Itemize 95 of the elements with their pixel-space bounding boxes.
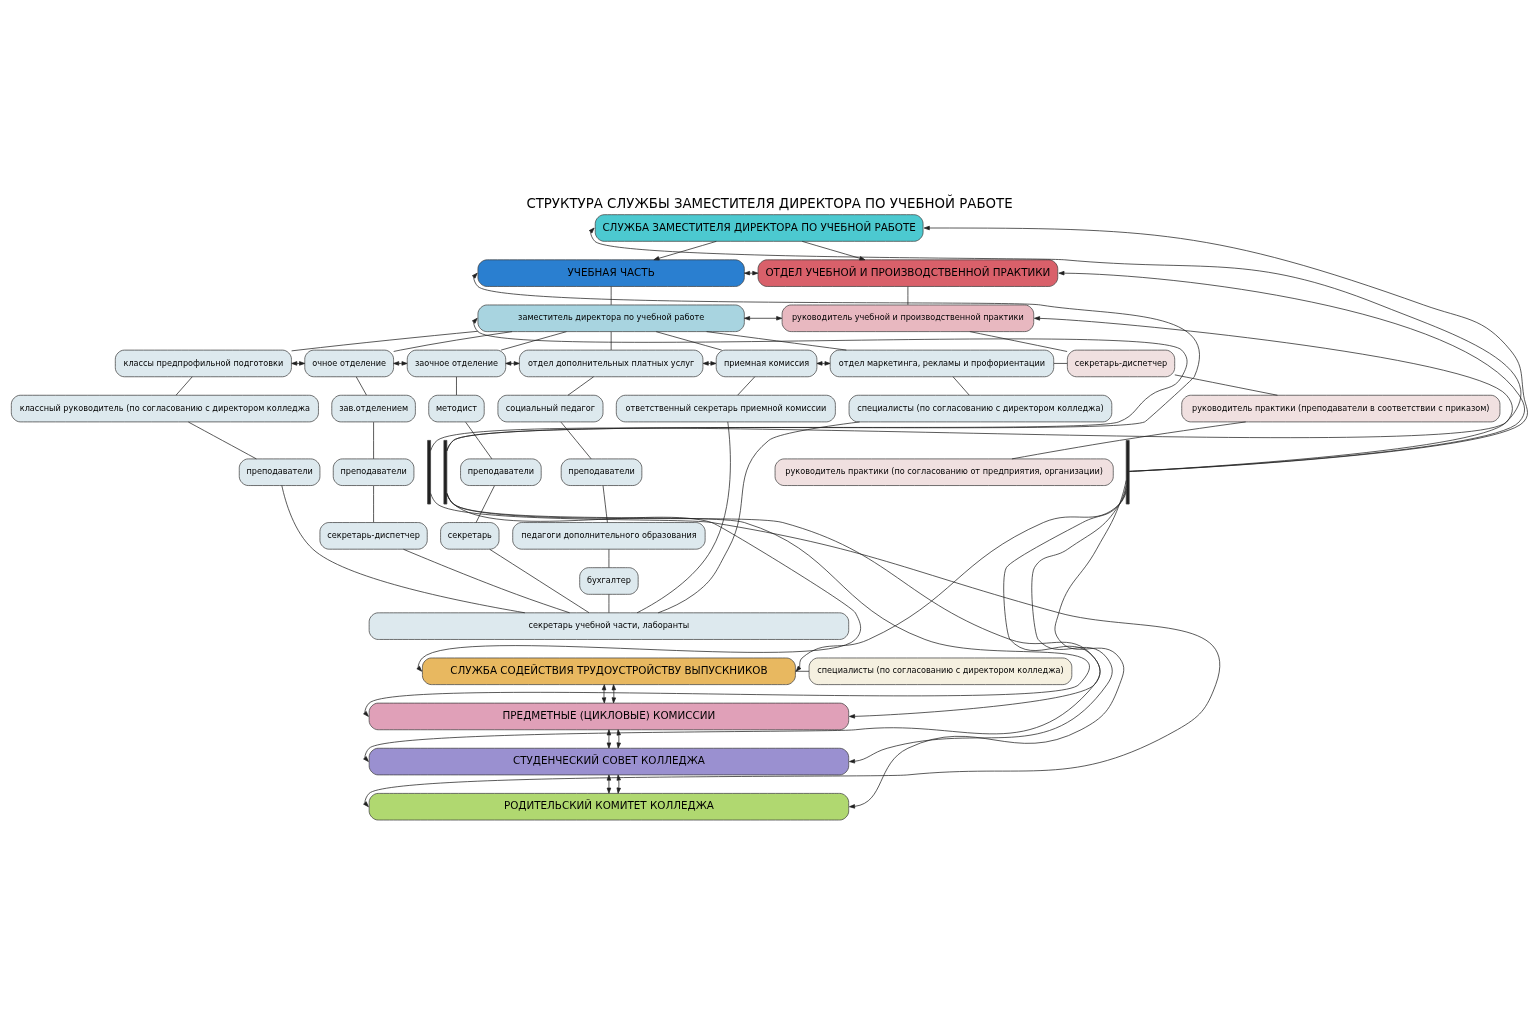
arrow bbox=[393, 361, 408, 366]
node-bar bbox=[1125, 440, 1130, 505]
connector bbox=[952, 376, 970, 396]
node-box: ПРЕДМЕТНЫЕ (ЦИКЛОВЫЕ) КОМИССИИ bbox=[368, 702, 850, 731]
node-box: УЧЕБНАЯ ЧАСТЬ bbox=[477, 259, 745, 287]
arrow bbox=[291, 361, 306, 366]
arrow bbox=[849, 480, 1127, 809]
node-box: заочное отделение bbox=[406, 349, 507, 378]
connector bbox=[175, 376, 193, 396]
connector bbox=[1011, 421, 1247, 460]
node-box: преподаватели bbox=[560, 458, 643, 486]
node-box: зав.отделением bbox=[331, 394, 416, 423]
node-box: очное отделение bbox=[304, 349, 394, 378]
node-box: преподаватели bbox=[238, 458, 321, 486]
connector bbox=[610, 331, 612, 351]
arrow bbox=[363, 493, 1101, 762]
connector bbox=[636, 421, 731, 614]
node-box: бухгалтер bbox=[579, 567, 639, 595]
arrow bbox=[923, 225, 1528, 472]
node-box: социальный педагог bbox=[497, 394, 604, 423]
node-box: отдел маркетинга, рекламы и профориентации bbox=[829, 349, 1055, 378]
node-box: руководитель практики (преподаватели в соответствии с приказом) bbox=[1181, 394, 1501, 423]
connector bbox=[560, 421, 592, 460]
arrow bbox=[849, 488, 1127, 719]
arrow bbox=[616, 729, 621, 749]
arrow bbox=[601, 684, 607, 704]
connector bbox=[795, 670, 810, 672]
connector bbox=[456, 376, 457, 396]
connector bbox=[737, 376, 756, 396]
connector bbox=[1053, 363, 1068, 364]
arrow bbox=[744, 316, 783, 321]
node-box: классы предпрофильной подготовки bbox=[114, 349, 292, 378]
node-box: секретарь bbox=[440, 522, 500, 550]
connector bbox=[655, 331, 723, 351]
connector bbox=[602, 485, 608, 523]
connector bbox=[608, 594, 610, 614]
connector bbox=[1174, 374, 1278, 396]
node-box: СТУДЕНЧЕСКИЙ СОВЕТ КОЛЛЕДЖА bbox=[368, 747, 850, 776]
node-box: секретарь учебной части, лаборанты bbox=[368, 612, 850, 640]
arrow bbox=[606, 774, 612, 794]
arrow bbox=[611, 684, 616, 704]
node-box: РОДИТЕЛЬСКИЙ КОМИТЕТ КОЛЛЕДЖА bbox=[368, 793, 850, 821]
connector bbox=[393, 331, 513, 352]
connector bbox=[373, 485, 374, 523]
arrow bbox=[446, 317, 1188, 452]
arrow bbox=[1058, 271, 1525, 472]
node-box: преподаватели bbox=[460, 458, 542, 486]
connector bbox=[489, 548, 590, 614]
connector bbox=[475, 485, 495, 523]
connector bbox=[610, 286, 612, 306]
arrow bbox=[653, 241, 717, 261]
node-box: руководитель учебной и производственной практики bbox=[781, 304, 1035, 332]
connector bbox=[657, 421, 860, 614]
node-box: секретарь-диспетчер bbox=[319, 522, 428, 550]
connector bbox=[567, 376, 594, 396]
arrow bbox=[801, 241, 866, 261]
node-box: приемная комиссия bbox=[715, 349, 818, 378]
connector bbox=[291, 330, 479, 352]
connector bbox=[608, 548, 610, 568]
node-box: специалисты (по согласованию с директором колледжа) bbox=[848, 394, 1113, 423]
node-box: заместитель директора по учебной работе bbox=[477, 304, 745, 332]
arrow bbox=[606, 729, 612, 749]
connector bbox=[907, 286, 909, 306]
arrow bbox=[430, 227, 1522, 451]
node-box: ответственный секретарь приемной комиссии bbox=[615, 394, 836, 423]
node-box: СЛУЖБА СОДЕЙСТВИЯ ТРУДОУСТРОЙСТВУ ВЫПУСКНИКОВ bbox=[422, 657, 796, 685]
node-box: отдел дополнительных платных услуг bbox=[519, 349, 704, 378]
arrow bbox=[616, 774, 621, 794]
arrow bbox=[849, 485, 1127, 764]
connector bbox=[281, 485, 526, 614]
diagram-title: СТРУКТУРА СЛУЖБЫ ЗАМЕСТИТЕЛЯ ДИРЕКТОРА ПО УЧЕБНОЙ РАБОТЕ bbox=[526, 195, 1013, 211]
connector bbox=[373, 421, 374, 460]
connector bbox=[355, 376, 367, 396]
arrow bbox=[446, 272, 1200, 452]
arrow bbox=[363, 493, 1221, 808]
node-box: преподаватели bbox=[332, 458, 415, 486]
node-bar bbox=[427, 440, 431, 505]
node-box: руководитель практики (по согласованию от предприятия, организации) bbox=[774, 458, 1114, 486]
node-box: классный руководитель (по согласованию с директором колледжа bbox=[10, 394, 319, 423]
node-box: специалисты (по согласованию с директором колледжа) bbox=[808, 657, 1073, 685]
connector bbox=[969, 331, 1068, 352]
connector bbox=[500, 331, 567, 351]
node-bar bbox=[443, 440, 448, 505]
node-box: методист bbox=[428, 394, 485, 423]
connector bbox=[706, 331, 847, 351]
connector bbox=[465, 421, 493, 460]
node-box: педагоги дополнительного образования bbox=[512, 522, 706, 550]
connector bbox=[403, 548, 570, 614]
connector bbox=[188, 421, 257, 460]
arrow bbox=[1034, 316, 1513, 472]
node-box: секретарь-диспетчер bbox=[1067, 349, 1176, 378]
arrow bbox=[795, 491, 1127, 672]
node-box: СЛУЖБА ЗАМЕСТИТЕЛЯ ДИРЕКТОРА ПО УЧЕБНОЙ РАБОТЕ bbox=[594, 214, 924, 242]
node-box: ОТДЕЛ УЧЕБНОЙ И ПРОИЗВОДСТВЕННОЙ ПРАКТИКИ bbox=[757, 259, 1059, 287]
arrow bbox=[744, 270, 759, 276]
